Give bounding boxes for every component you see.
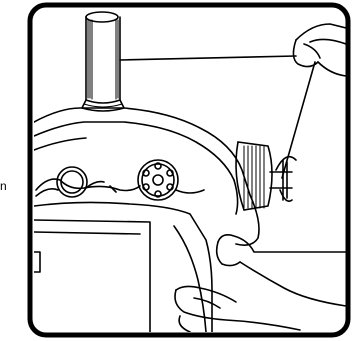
thread-to-needle	[282, 62, 315, 178]
side-knob	[236, 142, 272, 210]
frame-border	[30, 5, 348, 335]
needle-assembly	[270, 157, 296, 202]
spool-pin	[82, 12, 124, 111]
bobbin-winder-wheel	[138, 160, 178, 200]
hand-lower	[175, 235, 346, 332]
hand-upper	[293, 24, 346, 76]
upper-thread	[120, 56, 296, 60]
